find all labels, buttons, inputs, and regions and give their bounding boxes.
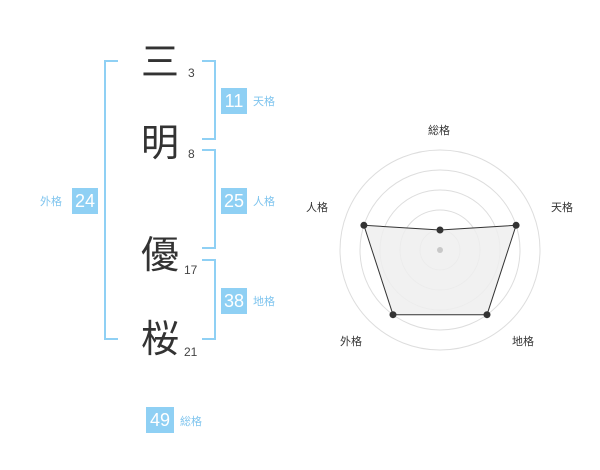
- radar-point: [360, 221, 368, 229]
- name-char-2: 明: [140, 121, 179, 165]
- chikaku-value: 38: [221, 288, 247, 314]
- gaikaku-label: 外格: [40, 195, 62, 208]
- radar-center: [437, 247, 443, 253]
- stroke-count-3: 17: [184, 263, 198, 277]
- radar-axis-label-tenkaku: 天格: [551, 201, 573, 214]
- stroke-count-2: 8: [188, 147, 195, 161]
- jinkaku-label: 人格: [253, 195, 275, 208]
- soukaku-value: 49: [146, 407, 174, 433]
- radar-axis-label-gaikaku: 外格: [340, 335, 362, 348]
- soukaku-label: 総格: [180, 415, 202, 428]
- radar-ring: [359, 169, 521, 331]
- tenkaku-bracket: [202, 60, 216, 140]
- stroke-count-1: 3: [188, 66, 195, 80]
- name-char-3: 優: [140, 233, 179, 277]
- gaikaku-value: 24: [72, 188, 98, 214]
- stroke-count-4: 21: [184, 345, 198, 359]
- radar-point: [389, 311, 397, 319]
- radar-axis-label-jinkaku: 人格: [306, 201, 328, 214]
- chikaku-bracket: [202, 259, 216, 340]
- radar-point: [436, 226, 444, 234]
- radar-axis-label-chikaku: 地格: [512, 335, 534, 348]
- jinkaku-value: 25: [221, 188, 247, 214]
- name-char-1: 三: [140, 40, 179, 84]
- name-char-4: 桜: [140, 317, 179, 361]
- chikaku-label: 地格: [253, 295, 275, 308]
- radar-axis-label-soukaku: 総格: [428, 124, 450, 137]
- tenkaku-label: 天格: [253, 95, 275, 108]
- radar-point: [483, 311, 491, 319]
- radar-area: [363, 224, 517, 316]
- radar-point: [512, 221, 520, 229]
- gaikaku-bracket: [104, 60, 118, 340]
- radar-points: [360, 221, 520, 319]
- radar-ring: [339, 149, 541, 351]
- jinkaku-bracket: [202, 149, 216, 249]
- tenkaku-value: 11: [221, 88, 247, 114]
